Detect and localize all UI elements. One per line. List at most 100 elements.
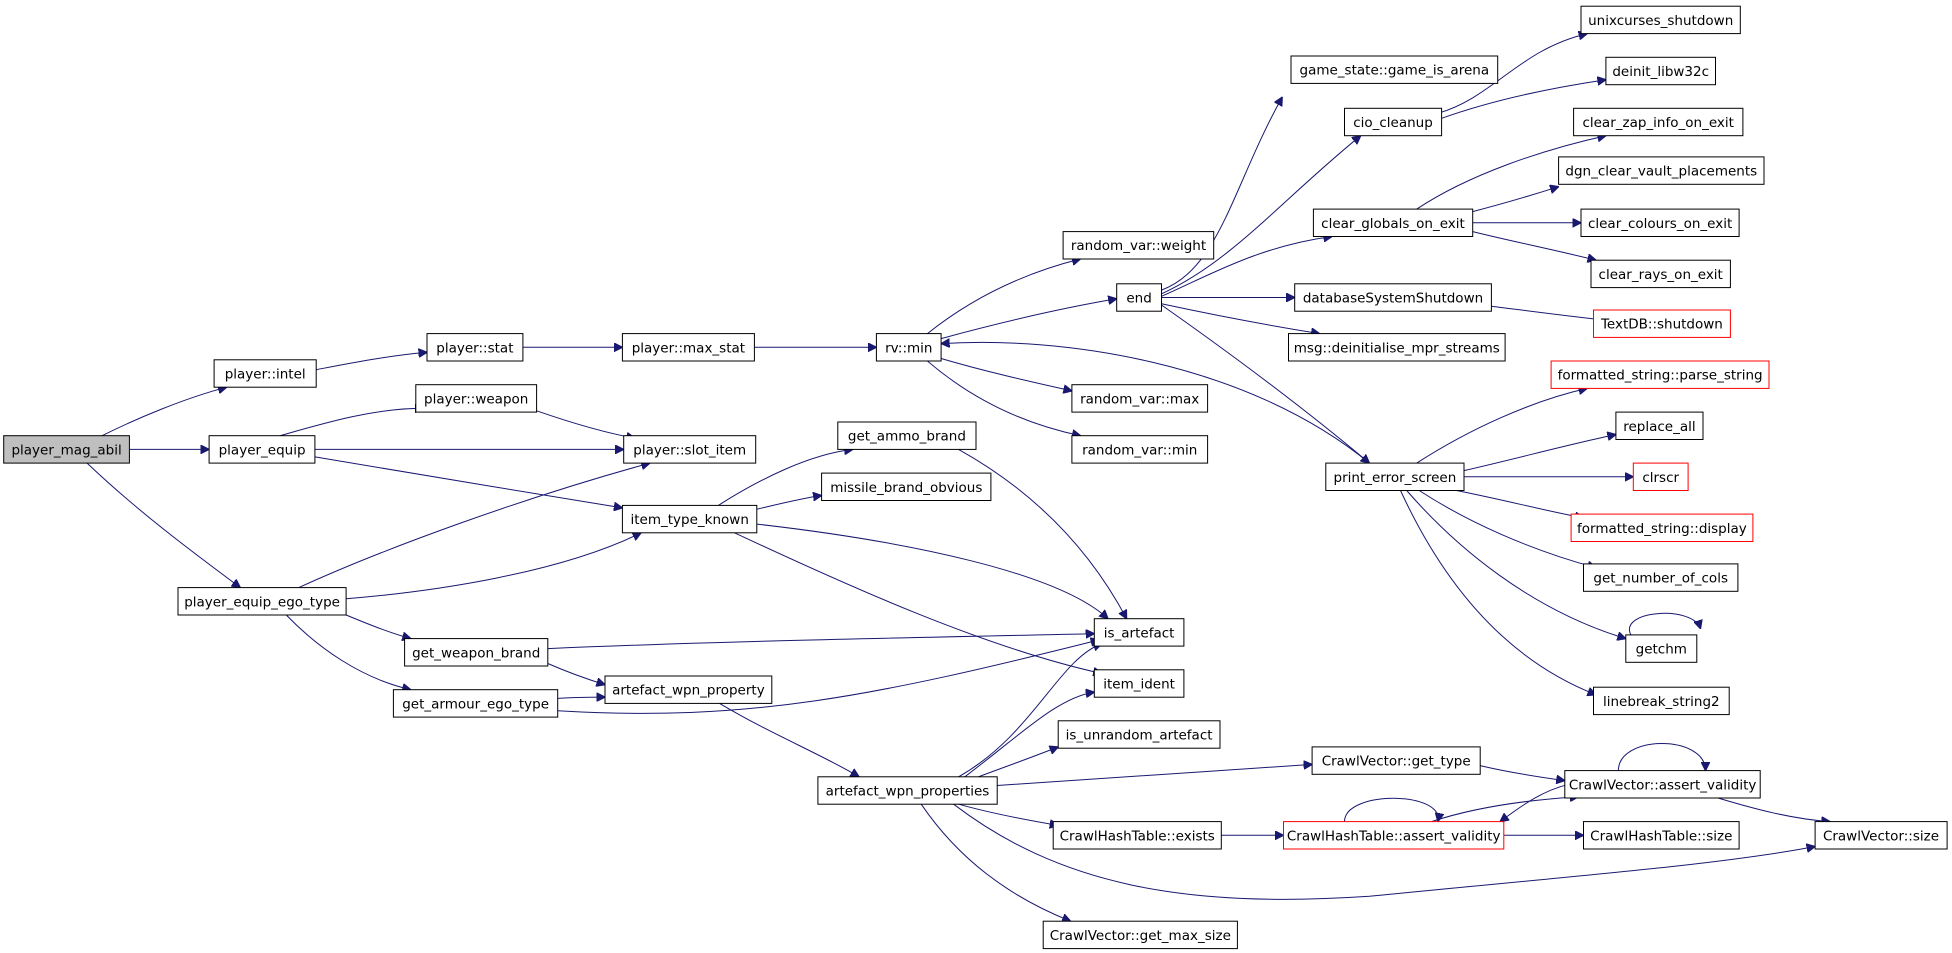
node-box[interactable]	[1093, 669, 1185, 698]
node-cht_exists[interactable]: CrawlHashTable::exists	[1052, 821, 1222, 850]
node-artefact_wpn_property[interactable]: artefact_wpn_property	[604, 675, 773, 704]
node-box[interactable]	[604, 675, 773, 704]
node-box[interactable]	[623, 435, 757, 464]
node-box[interactable]	[1625, 634, 1698, 663]
node-box[interactable]	[1290, 55, 1499, 84]
node-linebreak_string2[interactable]: linebreak_string2	[1593, 686, 1730, 716]
node-random_var_min[interactable]: random_var::min	[1071, 435, 1209, 464]
node-deinit_libw32c[interactable]: deinit_libw32c	[1605, 56, 1717, 86]
node-box[interactable]	[1583, 821, 1740, 850]
node-get_ammo_brand[interactable]: get_ammo_brand	[837, 421, 977, 450]
node-box[interactable]	[1583, 563, 1739, 592]
node-box[interactable]	[621, 504, 758, 534]
node-box[interactable]	[1580, 5, 1741, 35]
node-random_var_weight[interactable]: random_var::weight	[1062, 231, 1215, 260]
node-box[interactable]	[404, 638, 549, 667]
node-cht_assert_validity[interactable]: CrawlHashTable::assert_validity	[1283, 821, 1505, 850]
node-clear_globals_on_exit[interactable]: clear_globals_on_exit	[1312, 208, 1474, 238]
node-box[interactable]	[621, 333, 755, 362]
node-box[interactable]	[1573, 107, 1744, 137]
node-box[interactable]	[1570, 513, 1754, 542]
node-game_is_arena[interactable]: game_state::game_is_arena	[1290, 55, 1499, 84]
node-box[interactable]	[1325, 462, 1465, 492]
node-player_max_stat[interactable]: player::max_stat	[621, 333, 755, 362]
node-end[interactable]: end	[1116, 283, 1162, 312]
node-player_equip_ego_type[interactable]: player_equip_ego_type	[177, 587, 347, 616]
node-box[interactable]	[1558, 156, 1765, 185]
node-box[interactable]	[1605, 56, 1717, 86]
node-cv_get_max_size[interactable]: CrawlVector::get_max_size	[1042, 920, 1238, 950]
node-box[interactable]	[1116, 283, 1162, 312]
node-box[interactable]	[1593, 309, 1731, 338]
node-fs_parse_string[interactable]: formatted_string::parse_string	[1550, 360, 1770, 389]
node-clear_zap_info_on_exit[interactable]: clear_zap_info_on_exit	[1573, 107, 1744, 137]
node-box[interactable]	[1564, 770, 1761, 799]
node-player_equip[interactable]: player_equip	[208, 435, 316, 464]
node-box[interactable]	[177, 587, 347, 616]
node-player_weapon[interactable]: player::weapon	[415, 384, 538, 413]
node-box[interactable]	[392, 689, 559, 718]
node-box[interactable]	[1062, 231, 1215, 260]
node-box[interactable]	[426, 333, 524, 362]
node-box[interactable]	[837, 421, 977, 450]
node-box[interactable]	[1632, 462, 1689, 492]
node-box[interactable]	[3, 435, 130, 464]
node-player_stat[interactable]: player::stat	[426, 333, 524, 362]
node-fs_display[interactable]: formatted_string::display	[1570, 513, 1754, 542]
node-get_number_of_cols[interactable]: get_number_of_cols	[1583, 563, 1739, 592]
node-getchm[interactable]: getchm	[1625, 634, 1698, 663]
node-player_slot_item[interactable]: player::slot_item	[623, 435, 757, 464]
node-box[interactable]	[1093, 618, 1185, 647]
node-box[interactable]	[213, 359, 317, 388]
node-cio_cleanup[interactable]: cio_cleanup	[1344, 107, 1443, 137]
node-databaseSystemShutdown[interactable]: databaseSystemShutdown	[1294, 283, 1492, 312]
node-player_intel[interactable]: player::intel	[213, 359, 317, 388]
node-box[interactable]	[1042, 920, 1238, 950]
node-clrscr[interactable]: clrscr	[1632, 462, 1689, 492]
node-box[interactable]	[1052, 821, 1222, 850]
node-box[interactable]	[875, 333, 942, 362]
node-box[interactable]	[1294, 283, 1492, 312]
node-box[interactable]	[415, 384, 538, 413]
node-box[interactable]	[1071, 435, 1209, 464]
node-unixcurses_shutdown[interactable]: unixcurses_shutdown	[1580, 5, 1741, 35]
node-box[interactable]	[1344, 107, 1443, 137]
node-box[interactable]	[1590, 259, 1731, 289]
node-box[interactable]	[1071, 384, 1209, 413]
node-cht_size[interactable]: CrawlHashTable::size	[1583, 821, 1740, 850]
node-clear_rays_on_exit[interactable]: clear_rays_on_exit	[1590, 259, 1731, 289]
node-item_type_known[interactable]: item_type_known	[621, 504, 758, 534]
node-box[interactable]	[1311, 746, 1481, 775]
node-is_unrandom_artefact[interactable]: is_unrandom_artefact	[1057, 720, 1221, 749]
node-cv_size[interactable]: CrawlVector::size	[1814, 821, 1948, 850]
node-artefact_wpn_properties[interactable]: artefact_wpn_properties	[817, 776, 998, 805]
node-box[interactable]	[817, 776, 998, 805]
node-dgn_clear_vault_placements[interactable]: dgn_clear_vault_placements	[1558, 156, 1765, 185]
node-box[interactable]	[1288, 333, 1506, 362]
node-box[interactable]	[1312, 208, 1474, 238]
node-box[interactable]	[1814, 821, 1948, 850]
node-textdb_shutdown[interactable]: TextDB::shutdown	[1593, 309, 1731, 338]
node-player_mag_abil[interactable]: player_mag_abil	[3, 435, 130, 464]
node-random_var_max[interactable]: random_var::max	[1071, 384, 1209, 413]
node-is_artefact[interactable]: is_artefact	[1093, 618, 1185, 647]
node-get_weapon_brand[interactable]: get_weapon_brand	[404, 638, 549, 667]
node-missile_brand_obvious[interactable]: missile_brand_obvious	[821, 472, 992, 502]
node-msg_deinit[interactable]: msg::deinitialise_mpr_streams	[1288, 333, 1506, 362]
node-item_ident[interactable]: item_ident	[1093, 669, 1185, 698]
node-box[interactable]	[1283, 821, 1505, 850]
node-box[interactable]	[1550, 360, 1770, 389]
node-box[interactable]	[1580, 208, 1740, 238]
node-box[interactable]	[208, 435, 316, 464]
node-rv_min[interactable]: rv::min	[875, 333, 942, 362]
node-box[interactable]	[1593, 686, 1730, 716]
node-print_error_screen[interactable]: print_error_screen	[1325, 462, 1465, 492]
node-box[interactable]	[1057, 720, 1221, 749]
node-cv_get_type[interactable]: CrawlVector::get_type	[1311, 746, 1481, 775]
node-replace_all[interactable]: replace_all	[1615, 411, 1704, 441]
node-box[interactable]	[821, 472, 992, 502]
node-box[interactable]	[1615, 411, 1704, 441]
node-get_armour_ego_type[interactable]: get_armour_ego_type	[392, 689, 559, 718]
node-cv_assert_validity[interactable]: CrawlVector::assert_validity	[1564, 770, 1761, 799]
node-clear_colours_on_exit[interactable]: clear_colours_on_exit	[1580, 208, 1740, 238]
